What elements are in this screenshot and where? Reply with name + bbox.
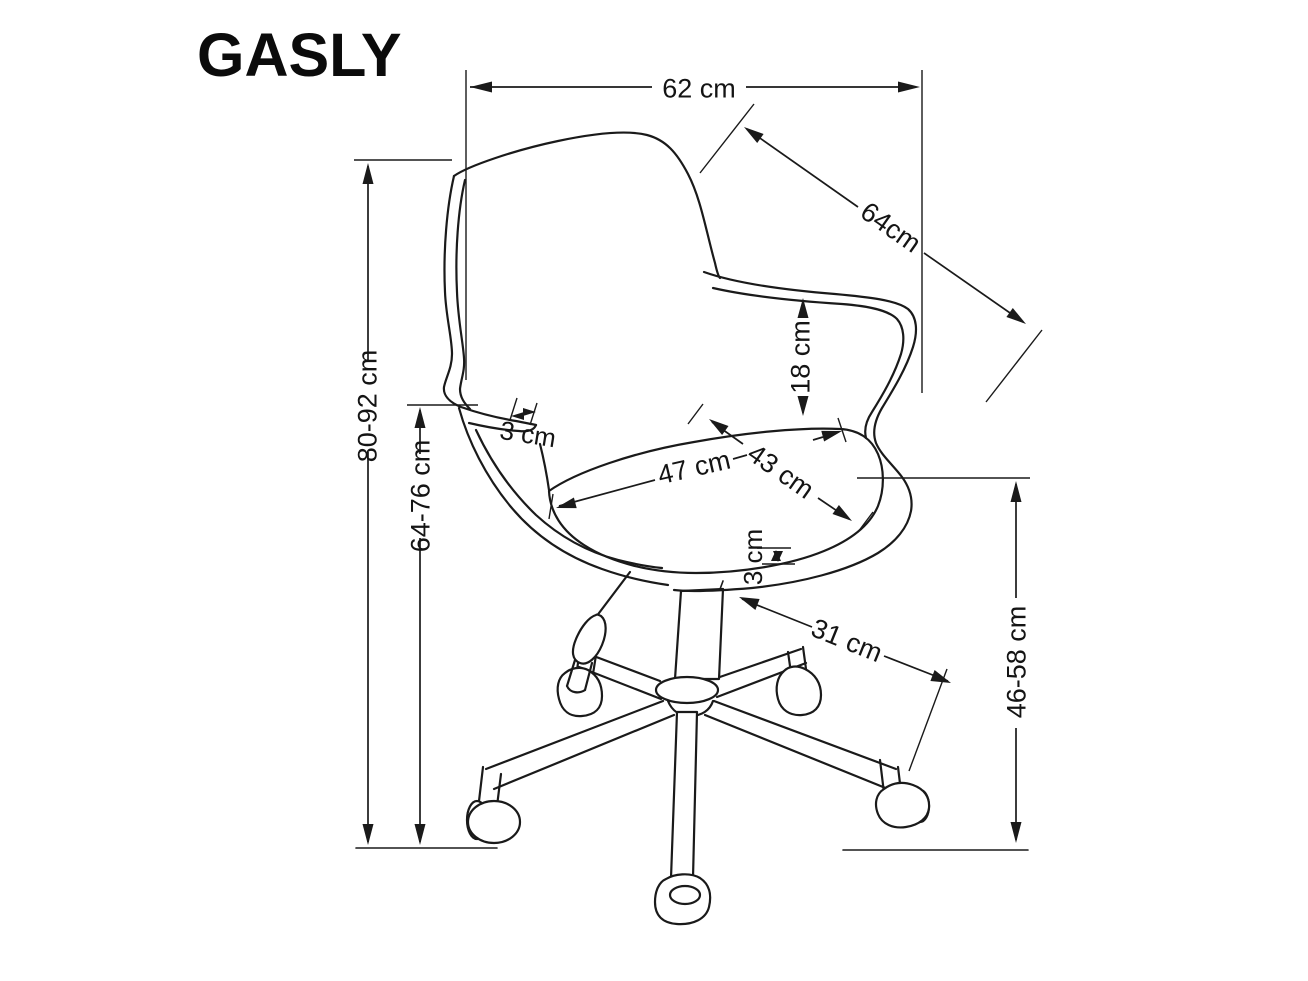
dim-seat-width-label: 47 cm [655,445,733,491]
dim-armrest-thickness-label: 3 cm [498,415,558,453]
dim-seat-pad-thickness-label: 3 cm [738,529,768,585]
dim-seat-height: 46-58 cm [857,477,1031,843]
chair-gas-lift [653,580,725,926]
dim-overall-width: 62 cm [465,70,923,393]
dim-armrest-to-seat-label: 18 cm [785,320,815,394]
chair-line-art [355,131,1029,926]
dim-backrest-diagonal-label: 64cm [855,196,926,258]
dim-base-leg: 31 cm [739,597,951,772]
dim-seat-depth-label: 43 cm [742,438,819,505]
dim-overall-width-label: 62 cm [662,73,736,103]
dim-seat-pad-thickness: 3 cm [738,529,795,585]
dim-floor-to-backrest-label: 64-76 cm [405,440,435,553]
dim-overall-height-label: 80-92 cm [352,350,382,463]
dim-floor-to-backrest: 64-76 cm [405,404,478,845]
dim-backrest-diagonal: 64cm [699,103,1043,403]
dim-base-leg-label: 31 cm [807,613,886,668]
dim-armrest-thickness: 3 cm [498,397,558,453]
chair-seat-cushion [547,427,884,575]
dim-overall-height: 80-92 cm [352,159,452,845]
chair-adjust-lever [565,570,632,694]
chair-shell [442,131,918,593]
dim-seat-height-label: 46-58 cm [1001,606,1031,719]
product-title: GASLY [197,21,402,89]
dim-armrest-to-seat: 18 cm [785,298,815,416]
chair-casters [465,665,931,845]
